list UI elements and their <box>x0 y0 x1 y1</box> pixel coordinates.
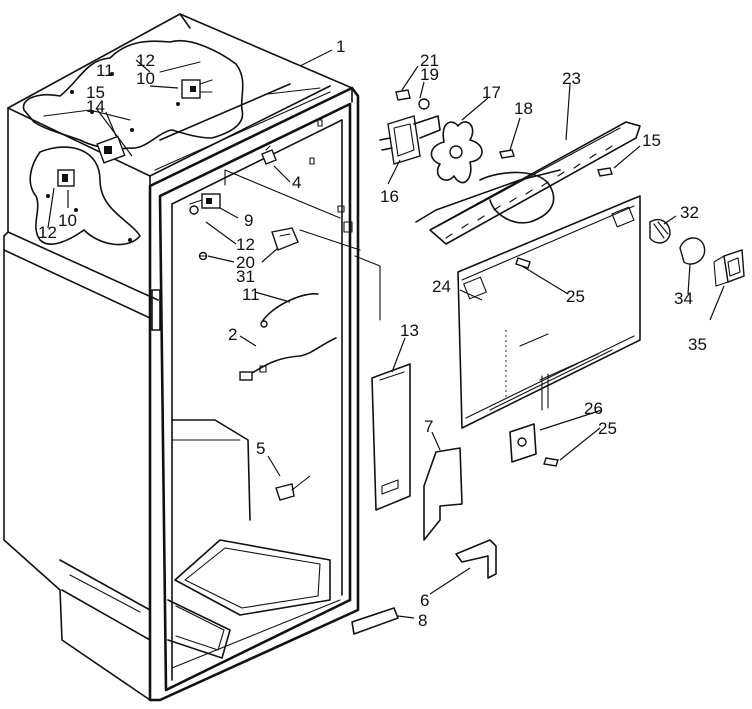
callout-19: 19 <box>420 65 439 84</box>
side-terminal-block <box>57 169 75 187</box>
screw-25b <box>543 457 559 467</box>
callout-11b: 11 <box>242 285 260 304</box>
evaporator-fan-motor <box>379 89 441 165</box>
callout-11a: 11 <box>96 61 114 80</box>
callout-15a: 15 <box>86 83 105 102</box>
callout-2: 2 <box>228 325 237 344</box>
refrigerator-cabinet <box>3 13 381 702</box>
air-diffuser-7 <box>423 447 463 541</box>
bracket-6 <box>455 539 497 579</box>
relay-switch-top <box>181 79 213 99</box>
switch-bracket <box>189 193 221 209</box>
thermostat-clip <box>189 205 199 215</box>
callout-4: 4 <box>292 173 301 192</box>
callout-13: 13 <box>400 321 419 340</box>
thermostat-control <box>271 227 299 251</box>
connector-block <box>96 135 126 164</box>
callout-26: 26 <box>584 399 603 418</box>
callout-6: 6 <box>420 591 429 610</box>
callout-24: 24 <box>432 277 451 296</box>
callout-18: 18 <box>514 99 533 118</box>
screw-small <box>198 251 208 261</box>
capillary-tube <box>260 293 319 328</box>
callout-14: 14 <box>86 97 105 116</box>
callout-9: 9 <box>244 211 253 230</box>
callout-34: 34 <box>674 289 693 308</box>
fan-blade <box>430 121 483 184</box>
callout-20: 20 <box>236 253 255 272</box>
top-wiring-harness <box>22 39 244 246</box>
callout-16: 16 <box>380 187 399 206</box>
callout-25b: 25 <box>598 419 617 438</box>
callout-8: 8 <box>418 611 427 630</box>
callout-5: 5 <box>256 439 265 458</box>
callout-10a: 10 <box>136 69 155 88</box>
screw-18 <box>499 149 515 159</box>
callout-10b: 10 <box>58 211 77 230</box>
light-switch <box>275 475 311 501</box>
callout-31: 31 <box>236 267 255 286</box>
callout-21: 21 <box>420 51 439 70</box>
callout-15b: 15 <box>642 131 661 150</box>
callout-17: 17 <box>482 83 501 102</box>
screw-25a <box>515 257 531 269</box>
wire-harness-interior <box>239 337 337 381</box>
callout-1: 1 <box>336 37 345 56</box>
fan-shroud-23 <box>415 121 641 245</box>
callout-23: 23 <box>562 69 581 88</box>
callout-12c: 12 <box>236 235 255 254</box>
trim-strip-8 <box>351 607 399 635</box>
callout-7: 7 <box>424 417 433 436</box>
light-bulb-34 <box>679 237 706 265</box>
lamp-socket-32 <box>649 218 671 244</box>
cover-bracket-26 <box>509 423 537 463</box>
callout-35: 35 <box>688 335 707 354</box>
light-shield-35 <box>713 249 745 287</box>
leader-lines <box>47 49 725 619</box>
callout-32: 32 <box>680 203 699 222</box>
evaporator-cover-panel <box>457 195 641 429</box>
air-duct-13 <box>371 363 411 511</box>
light-socket <box>261 145 277 165</box>
callout-12b: 12 <box>38 223 57 242</box>
callout-25a: 25 <box>566 287 585 306</box>
callout-numbers: 1 2 4 5 6 7 8 9 10 10 11 11 12 12 12 13 … <box>38 37 707 630</box>
screw-15 <box>597 167 613 177</box>
callout-12a: 12 <box>136 51 155 70</box>
